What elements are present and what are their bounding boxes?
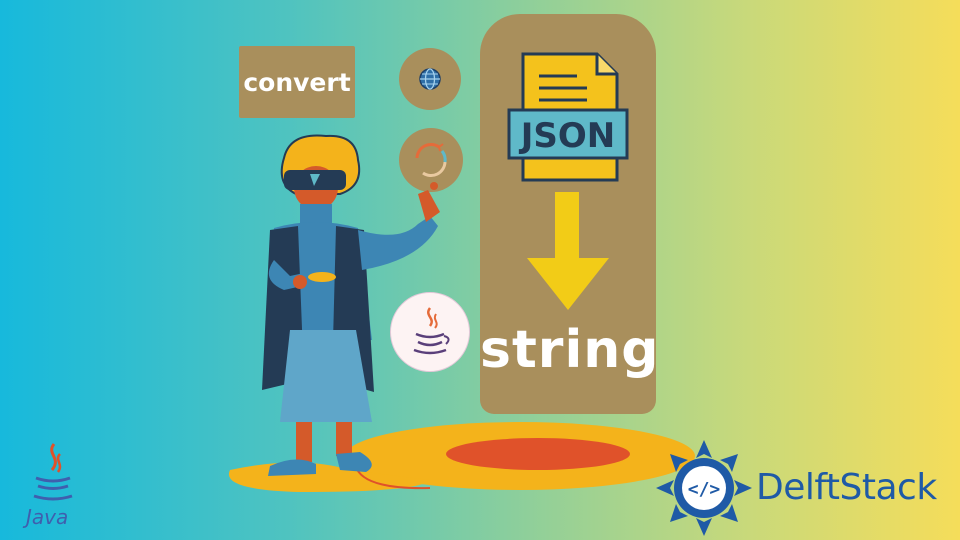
brand-name-part2: Stack xyxy=(839,467,938,508)
svg-text:</>: </> xyxy=(688,479,721,500)
convert-text: convert xyxy=(243,67,351,97)
java-logo-text: Java xyxy=(26,505,69,529)
globe-icon xyxy=(419,68,441,90)
result-label: string xyxy=(480,320,660,380)
refresh-button xyxy=(399,128,463,192)
refresh-icon xyxy=(415,142,447,178)
down-arrow-icon xyxy=(527,192,609,310)
java-badge xyxy=(390,292,470,372)
json-badge-label: JSON xyxy=(520,116,616,156)
person-illustration xyxy=(262,134,440,476)
convert-label: convert xyxy=(239,46,355,118)
java-cup-icon xyxy=(413,307,450,355)
delftstack-logo-icon: </> xyxy=(656,440,752,536)
json-file-icon xyxy=(507,52,629,182)
brand-name-part1: Delft xyxy=(756,467,840,508)
brand-name: DelftStack xyxy=(756,467,937,508)
java-logo-icon xyxy=(33,443,73,501)
